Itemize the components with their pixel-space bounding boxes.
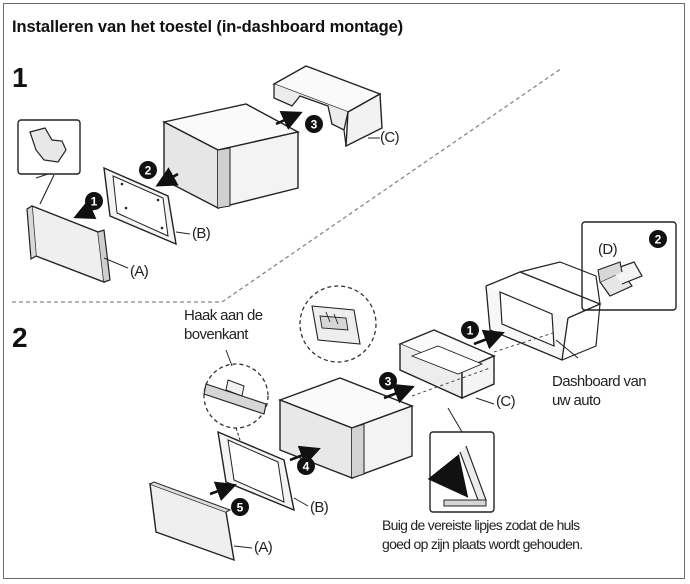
arrow-5-step2 — [209, 481, 237, 502]
callout-text-3-step2: 3 — [385, 375, 392, 389]
detail-circle-hook — [203, 363, 269, 441]
hand-detail-icon — [17, 119, 81, 205]
callout-text-1-step2: 1 — [467, 324, 474, 338]
callout-3-step1 — [305, 115, 323, 133]
callout-2-step1 — [139, 161, 157, 179]
faceplate-a-step1 — [26, 204, 111, 284]
bend-tabs-instruction-line2: goed op zijn plaats wordt gehouden. — [382, 536, 583, 552]
callout-text-2-step2: 2 — [655, 233, 662, 247]
callout-text-1-step1: 1 — [91, 195, 98, 209]
callout-1-step2 — [461, 321, 479, 339]
mounting-sleeve-c-step2 — [398, 329, 496, 400]
car-dashboard — [485, 261, 602, 361]
mounting-sleeve-c-step1 — [272, 65, 383, 148]
bend-tabs-detail-box — [427, 407, 495, 513]
label-a-step2: (A) — [254, 539, 273, 556]
diagram-title: Installeren van het toestel (in-dashboar… — [12, 18, 404, 36]
callout-text-2-step1: 2 — [145, 164, 152, 178]
faceplate-a-step2 — [149, 481, 235, 562]
trim-plate-b-step2 — [217, 430, 295, 512]
hook-label-line2: bovenkant — [184, 326, 248, 343]
detail-circle-sleeve-tabs — [299, 285, 377, 363]
arrow-1-step2 — [473, 329, 505, 350]
label-b-step2: (B) — [310, 499, 329, 516]
label-c-step2: (C) — [496, 393, 516, 410]
head-unit-step1 — [161, 103, 300, 210]
callout-badges — [85, 115, 667, 516]
arrow-3-step1 — [275, 110, 303, 130]
callout-2-step2 — [649, 230, 667, 248]
label-b-step1: (B) — [192, 225, 211, 242]
trim-plate-b-step1 — [103, 166, 177, 246]
dashboard-label-line2: uw auto — [552, 392, 601, 409]
callout-3-step2 — [379, 372, 397, 390]
arrow-3-step2 — [383, 383, 415, 404]
arrow-4-step2 — [289, 445, 321, 466]
callout-5-step2 — [231, 498, 249, 516]
dashboard-label-line1: Dashboard van — [552, 373, 647, 390]
step-number-1: 1 — [12, 62, 28, 93]
callout-text-3-step1: 3 — [311, 118, 318, 132]
label-d: (D) — [598, 241, 618, 258]
hook-label-line1: Haak aan de — [184, 307, 263, 324]
head-unit-step2 — [278, 377, 414, 480]
bend-tabs-instruction-line1: Buig de vereiste lipjes zodat de huls — [382, 517, 580, 533]
label-c-step1: (C) — [380, 129, 400, 146]
step-number-2: 2 — [12, 322, 28, 353]
arrow-2-step1 — [155, 167, 179, 187]
label-a-step1: (A) — [130, 263, 149, 280]
callout-1-step1 — [85, 192, 103, 210]
callout-4-step2 — [297, 457, 315, 475]
callout-text-4-step2: 4 — [303, 460, 310, 474]
callout-text-5-step2: 5 — [237, 501, 244, 515]
step-separator-line — [12, 67, 563, 303]
